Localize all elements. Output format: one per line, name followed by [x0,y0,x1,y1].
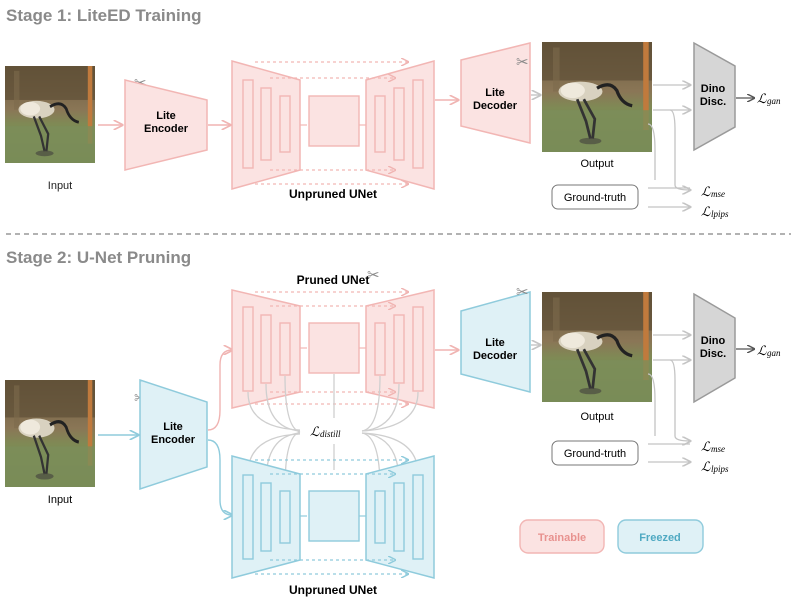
stage1-input-label: Input [48,180,72,192]
stage2-input-image [3,378,97,489]
stage2-encoder-label: Lite [163,421,183,433]
scissors-icon: ✂ [516,284,529,301]
stage1-output-image [540,40,654,154]
loss-symbol: ℒ [701,204,711,219]
stage2-pruned-unet [231,290,435,409]
stage1-loss-mse: mse [711,189,725,199]
stage2-input-label: Input [48,494,72,506]
stage2-disc-label: Disc. [700,348,726,360]
stage1-input-image [3,64,97,165]
stage1-lite-encoder [124,79,208,171]
stage2-dino-disc [693,292,736,404]
loss-symbol: ℒ [701,184,711,199]
stage1-encoder-label: Lite [156,110,176,122]
stage2-groundtruth-box [551,440,639,466]
stage1-groundtruth-label: Ground-truth [564,192,626,204]
stage1-output-label: Output [580,158,613,170]
stage2-encoder-label: Encoder [151,434,196,446]
stage1-unet-label: Unpruned UNet [289,187,377,201]
scissors-icon: ✂ [367,267,380,284]
stage2-loss-mse: mse [711,444,725,454]
loss-symbol: ℒ [757,91,767,106]
stage2-decoder-label: Lite [485,337,505,349]
stage2-groundtruth-label: Ground-truth [564,448,626,460]
stage1-disc-label: Dino [701,83,726,95]
stage2-lite-encoder [139,378,208,491]
loss-symbol: ℒ [310,424,320,439]
legend-trainable [519,519,605,554]
scissors-icon: ✂ [516,54,529,71]
stage2-loss-lpips: lpips [711,464,729,474]
loss-symbol: ℒ [757,343,767,358]
stage2-unpruned-unet-label: Unpruned UNet [289,583,377,597]
loss-symbol: ℒ [701,459,711,474]
stage2-disc-label: Dino [701,335,726,347]
stage2-pruned-unet-label: Pruned UNet [297,273,370,287]
stage1-dino-disc [693,41,736,152]
stage1-lite-decoder [460,42,531,144]
loss-symbol: ℒ [701,439,711,454]
stage2-loss-gan: gan [767,348,781,358]
stage1-decoder-label: Decoder [473,100,518,112]
stage1-loss-gan: gan [767,96,781,106]
stage1-loss-lpips: lpips [711,209,729,219]
stage2-title: Stage 2: U-Net Pruning [6,248,192,267]
stage1-disc-label: Disc. [700,96,726,108]
legend-freezed [617,519,704,554]
stage1-title: Stage 1: LiteED Training [6,6,202,25]
stage2-output-label: Output [580,411,613,423]
legend-trainable-label: Trainable [538,532,586,544]
stage2-lite-decoder [460,291,531,393]
legend-freezed-label: Freezed [639,532,681,544]
stage1-decoder-label: Lite [485,87,505,99]
stage2-decoder-label: Decoder [473,350,518,362]
stage1-unpruned-unet [231,61,435,190]
stage2-output-image [540,290,654,404]
stage1-groundtruth-box [551,184,639,210]
stage2-unpruned-unet [231,455,435,579]
stage1-encoder-label: Encoder [144,123,189,135]
stage2-distill-loss: distill [320,429,341,439]
